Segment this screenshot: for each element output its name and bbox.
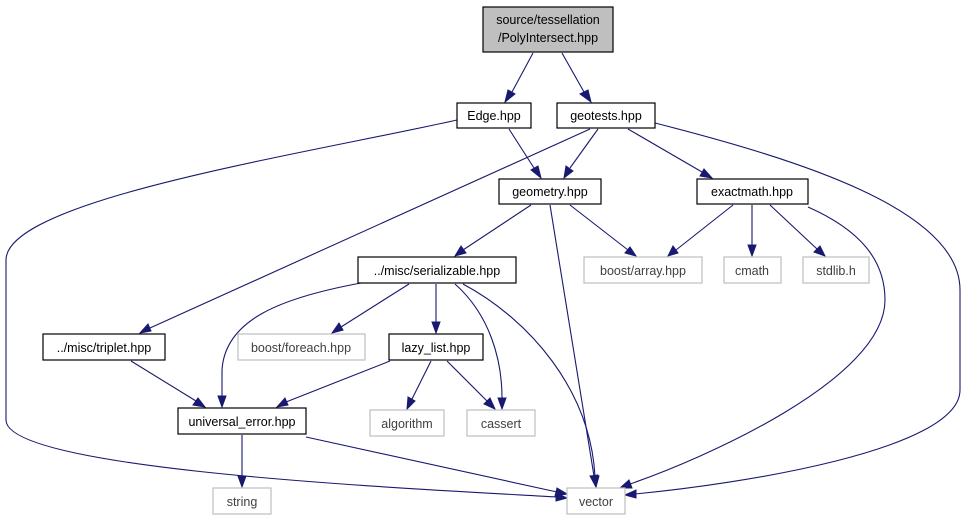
edge-triplet-to-universal-error-arrow xyxy=(192,397,207,408)
node-edge-hpp-label: Edge.hpp xyxy=(467,109,521,123)
node-exactmath-hpp[interactable]: exactmath.hpp xyxy=(696,178,809,205)
edge-geotests-to-triplet-arrow xyxy=(138,323,152,334)
edge-geometry-to-serializable-arrow xyxy=(453,245,467,257)
edge-serializable-to-vector xyxy=(462,283,596,477)
edge-exactmath-to-boost-array xyxy=(675,204,734,251)
node-cmath-label: cmath xyxy=(735,264,769,278)
edge-root-to-geotests xyxy=(561,52,585,93)
node-serializable-hpp-label: ../misc/serializable.hpp xyxy=(374,264,500,278)
edge-geotests-to-vector-arrow xyxy=(623,489,637,499)
node-boost-array: boost/array.hpp xyxy=(583,256,703,284)
edge-root-to-edge-arrow xyxy=(504,89,516,104)
node-universal-error-hpp-label: universal_error.hpp xyxy=(188,415,295,429)
edge-geotests-to-geometry xyxy=(569,128,599,169)
node-algorithm: algorithm xyxy=(369,409,445,437)
node-universal-error-hpp[interactable]: universal_error.hpp xyxy=(177,407,307,435)
edge-serializable-to-boost-foreach-arrow xyxy=(330,322,344,334)
edge-geometry-to-vector xyxy=(549,204,595,477)
edge-universal-error-to-vector-arrow xyxy=(554,487,569,497)
edge-serializable-to-cassert xyxy=(454,283,503,399)
edge-serializable-to-lazy-list-arrow xyxy=(431,321,441,335)
edge-lazy-list-to-universal-error-arrow xyxy=(275,397,289,408)
node-geometry-hpp[interactable]: geometry.hpp xyxy=(498,178,602,205)
edge-lazy-list-to-universal-error xyxy=(285,360,391,403)
edge-serializable-to-boost-foreach xyxy=(340,283,410,328)
node-vector-label: vector xyxy=(579,495,613,509)
edge-geotests-to-geometry-arrow xyxy=(563,165,574,180)
edge-geotests-to-exactmath xyxy=(627,128,703,173)
node-lazy-list-hpp-label: lazy_list.hpp xyxy=(402,341,471,355)
node-serializable-hpp[interactable]: ../misc/serializable.hpp xyxy=(357,256,517,284)
edge-exactmath-to-boost-array-arrow xyxy=(667,245,679,257)
node-exactmath-hpp-label: exactmath.hpp xyxy=(711,185,793,199)
node-stdlib: stdlib.h xyxy=(802,256,870,284)
node-triplet-hpp-label: ../misc/triplet.hpp xyxy=(57,341,152,355)
edge-edge-to-geometry xyxy=(508,128,535,169)
edge-serializable-to-vector-arrow xyxy=(590,475,600,489)
edge-universal-error-to-vector xyxy=(305,436,558,493)
node-cassert: cassert xyxy=(466,409,536,437)
edge-geotests-to-vector xyxy=(634,122,961,495)
node-root[interactable]: source/tessellation /PolyIntersect.hpp xyxy=(482,6,614,53)
edges xyxy=(5,52,961,502)
edge-exactmath-to-cmath-arrow xyxy=(747,244,757,258)
node-string: string xyxy=(212,487,272,515)
node-stdlib-label: stdlib.h xyxy=(816,264,856,278)
edge-lazy-list-to-cassert-arrow xyxy=(483,397,497,411)
edge-serializable-to-universal-error-arrow xyxy=(217,395,227,409)
node-lazy-list-hpp[interactable]: lazy_list.hpp xyxy=(388,333,484,361)
node-boost-foreach-label: boost/foreach.hpp xyxy=(251,341,351,355)
edge-lazy-list-to-cassert xyxy=(446,360,488,402)
edge-lazy-list-to-algorithm xyxy=(411,360,432,400)
node-cassert-label: cassert xyxy=(481,417,522,431)
node-cmath: cmath xyxy=(723,256,782,284)
edge-serializable-to-cassert-arrow xyxy=(497,397,507,411)
node-edge-hpp[interactable]: Edge.hpp xyxy=(456,102,532,129)
edge-exactmath-to-vector xyxy=(629,206,886,485)
nodes: source/tessellation /PolyIntersect.hpp E… xyxy=(42,6,870,515)
edge-exactmath-to-stdlib xyxy=(769,204,818,250)
edge-serializable-to-universal-error xyxy=(221,282,362,396)
node-boost-array-label: boost/array.hpp xyxy=(600,264,686,278)
edge-exactmath-to-vector-arrow xyxy=(618,479,633,489)
node-geotests-hpp[interactable]: geotests.hpp xyxy=(556,102,656,129)
node-algorithm-label: algorithm xyxy=(381,417,432,431)
node-string-label: string xyxy=(227,495,258,509)
edge-geometry-to-boost-array-arrow xyxy=(624,246,638,257)
edge-edge-to-geometry-arrow xyxy=(530,165,542,180)
edge-root-to-edge xyxy=(511,52,534,93)
edge-triplet-to-universal-error xyxy=(130,360,197,402)
node-geometry-hpp-label: geometry.hpp xyxy=(512,185,588,199)
edge-geotests-to-exactmath-arrow xyxy=(699,168,714,179)
edge-universal-error-to-string-arrow xyxy=(237,475,247,489)
edge-root-to-geotests-arrow xyxy=(579,89,592,104)
edge-geometry-to-boost-array xyxy=(569,204,629,251)
node-vector: vector xyxy=(566,487,626,515)
node-root-line-2: /PolyIntersect.hpp xyxy=(498,31,598,45)
edge-exactmath-to-stdlib-arrow xyxy=(813,245,827,257)
edge-lazy-list-to-algorithm-arrow xyxy=(406,396,416,411)
node-triplet-hpp[interactable]: ../misc/triplet.hpp xyxy=(42,333,166,361)
edge-geometry-to-serializable xyxy=(462,204,532,251)
edge-geotests-to-triplet xyxy=(149,128,591,329)
node-geotests-hpp-label: geotests.hpp xyxy=(570,109,642,123)
node-root-line-1: source/tessellation xyxy=(496,13,600,27)
node-boost-foreach: boost/foreach.hpp xyxy=(237,333,366,361)
edge-edge-to-vector xyxy=(5,119,558,498)
